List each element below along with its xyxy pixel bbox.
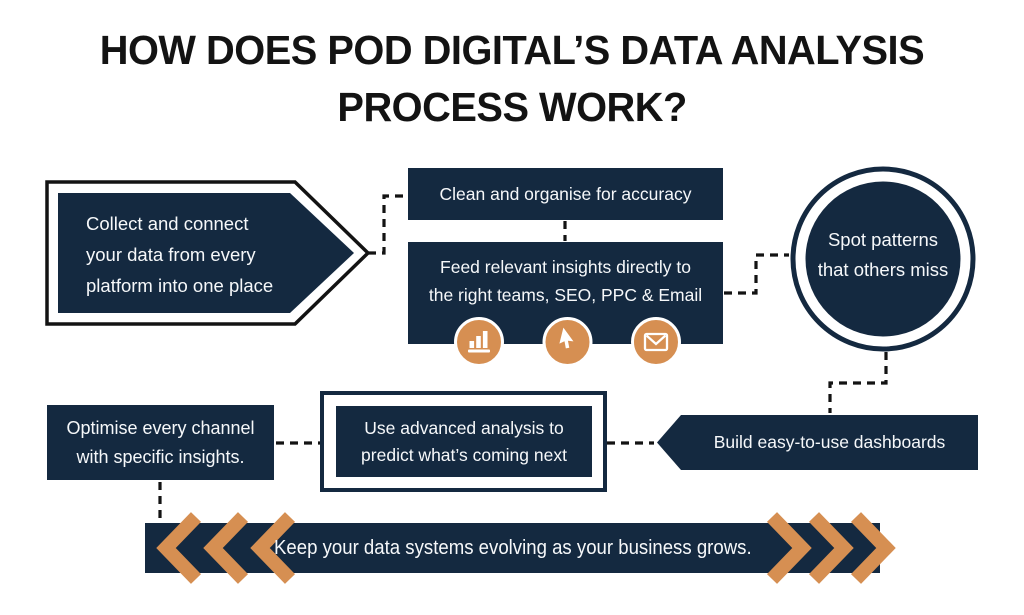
step-spot-label: Spot patterns that others miss xyxy=(795,224,971,286)
connector-feed-to-spot xyxy=(724,253,789,295)
evolve-line: Keep your data systems evolving as your … xyxy=(273,536,752,559)
collect-arrow-fill xyxy=(58,193,354,313)
use-box-shape xyxy=(320,391,607,492)
build-line: Build easy-to-use dashboards xyxy=(713,432,946,452)
spot-circle-shape xyxy=(790,166,976,352)
step-use-analysis-label: Use advanced analysis to predict what’s … xyxy=(336,406,592,478)
step-optimise-label: Optimise every channel with specific ins… xyxy=(47,405,274,480)
cursor-icon xyxy=(559,327,574,349)
envelope-icon xyxy=(643,332,669,352)
feed-line-1: Feed relevant insights directly to xyxy=(440,257,691,277)
use-line-1: Use advanced analysis to xyxy=(364,418,564,438)
connector-spot-to-build xyxy=(828,352,888,413)
clean-box-shape xyxy=(408,168,723,220)
envelope-icon-circle xyxy=(631,317,681,367)
title-line-1: HOW DOES POD DIGITAL’S DATA ANALYSIS xyxy=(99,27,925,73)
step-feed-label: Feed relevant insights directly to the r… xyxy=(408,244,723,318)
build-arrow-shape xyxy=(657,415,978,470)
use-line-2: predict what’s coming next xyxy=(361,445,567,465)
optimise-box-shape xyxy=(47,405,274,480)
evolve-bar-shape xyxy=(145,512,896,584)
optimise-line-1: Optimise every channel xyxy=(66,417,255,438)
step-collect-label: Collect and connect your data from every… xyxy=(86,198,318,310)
connector-collect-to-clean xyxy=(368,194,406,255)
step-evolve-label: Keep your data systems evolving as your … xyxy=(145,523,880,573)
feed-icons xyxy=(454,317,681,367)
feed-line-2: the right teams, SEO, PPC & Email xyxy=(428,285,703,305)
chevrons-left-icon xyxy=(156,512,296,584)
clean-line: Clean and organise for accuracy xyxy=(439,183,692,204)
collect-line-1: Collect and connect xyxy=(86,212,249,234)
spot-line-2: that others miss xyxy=(817,259,949,280)
chevrons-right-icon xyxy=(766,512,896,584)
collect-line-3: platform into one place xyxy=(86,274,274,296)
optimise-line-2: with specific insights. xyxy=(76,446,245,467)
step-build-label: Build easy-to-use dashboards xyxy=(681,415,978,470)
step-clean-label: Clean and organise for accuracy xyxy=(408,168,723,220)
spot-line-1: Spot patterns xyxy=(827,229,939,250)
spot-circle-fill xyxy=(805,181,961,337)
page-title: HOW DOES POD DIGITAL’S DATA ANALYSIS PRO… xyxy=(0,22,1024,136)
title-line-2: PROCESS WORK? xyxy=(337,84,687,130)
bar-chart-icon xyxy=(468,331,490,353)
use-box-fill xyxy=(336,406,592,477)
collect-line-2: your data from every xyxy=(86,243,256,265)
collect-arrow-shape xyxy=(45,180,371,326)
